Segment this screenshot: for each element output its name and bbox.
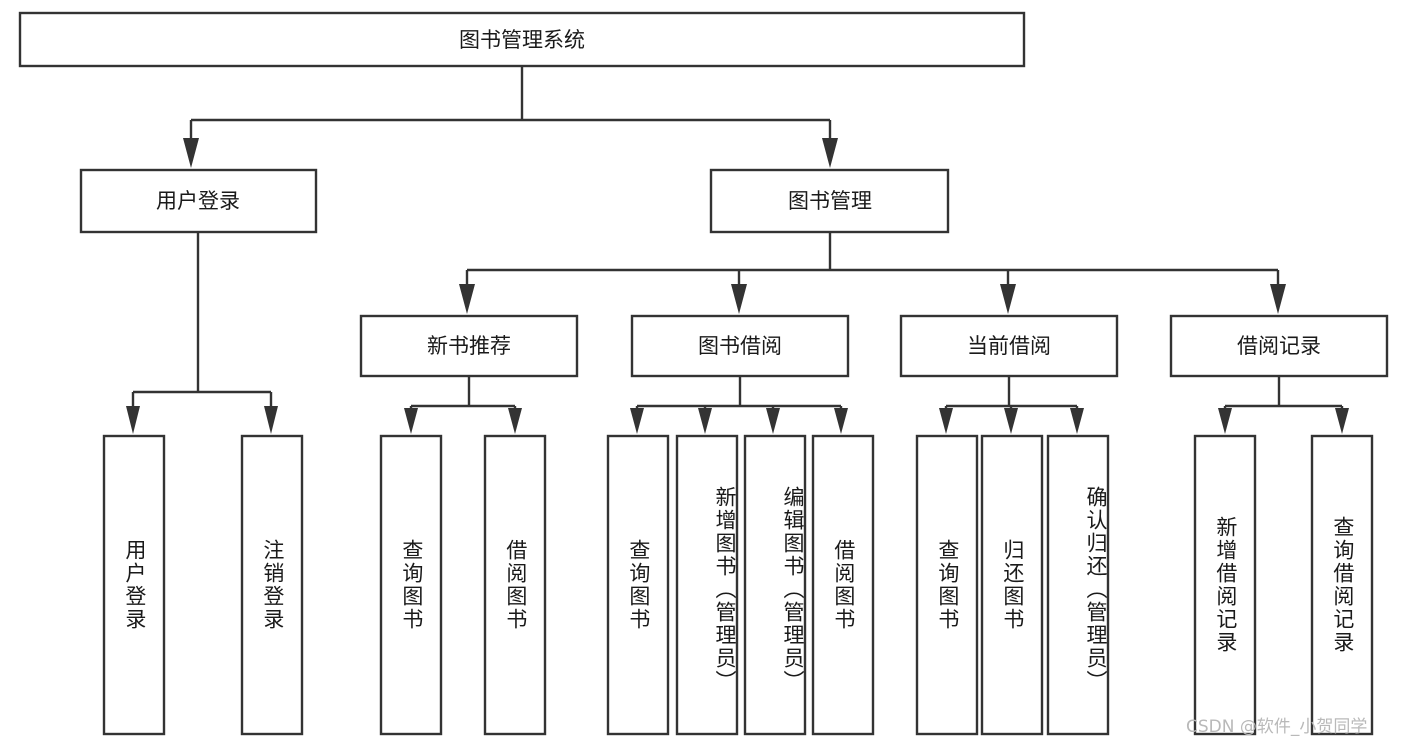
node-leaf-user-login-rect[interactable] <box>102 434 166 736</box>
node-leaf-query-book-2-rect[interactable] <box>606 434 670 736</box>
arrow-head-borrow-record <box>1270 284 1286 314</box>
arrow-head-leaf-add-book <box>698 408 712 434</box>
connector-group-new-book-recommend <box>404 376 522 434</box>
node-new-book-recommend-label: 新书推荐 <box>427 334 511 358</box>
node-book-manage[interactable]: 图书管理 <box>709 168 950 234</box>
node-current-borrow-rect[interactable] <box>899 314 1119 378</box>
arrow-head-leaf-add-record <box>1218 408 1232 434</box>
node-book-borrow-label: 图书借阅 <box>698 334 782 358</box>
connector-group-current-borrow <box>939 376 1084 434</box>
connector-group-book-manage <box>459 232 1286 314</box>
node-user-login-rect[interactable] <box>79 168 318 234</box>
node-new-book-recommend[interactable]: 新书推荐 <box>359 314 579 378</box>
arrow-head-leaf-query-book-3 <box>939 408 953 434</box>
node-book-manage-label: 图书管理 <box>788 189 872 213</box>
node-root-label: 图书管理系统 <box>459 28 585 52</box>
arrow-head-leaf-query-book-2 <box>630 408 644 434</box>
node-current-borrow[interactable]: 当前借阅 <box>899 314 1119 378</box>
node-book-borrow[interactable]: 图书借阅 <box>630 314 850 378</box>
arrow-head-leaf-logout-login <box>264 406 278 434</box>
arrow-head-user-login <box>183 138 199 168</box>
arrow-head-book-manage <box>822 138 838 168</box>
node-leaf-add-book-rect[interactable] <box>675 434 739 736</box>
arrow-head-leaf-edit-book <box>766 408 780 434</box>
node-leaf-add-record-rect[interactable] <box>1193 434 1257 736</box>
arrow-head-new-book-recommend <box>459 284 475 314</box>
arrow-head-leaf-borrow-book-1 <box>508 408 522 434</box>
node-leaf-borrow-book-2-rect[interactable] <box>811 434 875 736</box>
node-leaf-edit-book-rect[interactable] <box>743 434 807 736</box>
connector-group-borrow-record <box>1218 376 1349 434</box>
arrow-head-book-borrow <box>731 284 747 314</box>
node-leaf-borrow-book-1-rect[interactable] <box>483 434 547 736</box>
node-leaf-logout-login-rect[interactable] <box>240 434 304 736</box>
node-borrow-record-label: 借阅记录 <box>1237 334 1321 358</box>
node-book-manage-rect[interactable] <box>709 168 950 234</box>
connector-group-book-borrow <box>630 376 848 434</box>
arrow-head-leaf-borrow-book-2 <box>834 408 848 434</box>
arrow-head-current-borrow <box>1000 284 1016 314</box>
arrow-head-leaf-query-record <box>1335 408 1349 434</box>
node-new-book-recommend-rect[interactable] <box>359 314 579 378</box>
arrow-head-leaf-return-book <box>1004 408 1018 434</box>
node-root-rect[interactable] <box>18 11 1026 68</box>
node-borrow-record-rect[interactable] <box>1169 314 1389 378</box>
node-user-login-label: 用户登录 <box>156 189 240 213</box>
node-leaf-query-book-3-rect[interactable] <box>915 434 979 736</box>
arrow-head-leaf-query-book-1 <box>404 408 418 434</box>
node-leaf-query-book-1-rect[interactable] <box>379 434 443 736</box>
node-leaf-confirm-return-rect[interactable] <box>1046 434 1110 736</box>
node-leaf-return-book-rect[interactable] <box>980 434 1044 736</box>
node-borrow-record[interactable]: 借阅记录 <box>1169 314 1389 378</box>
arrow-head-leaf-confirm-return <box>1070 408 1084 434</box>
node-current-borrow-label: 当前借阅 <box>967 334 1051 358</box>
connector-group-root <box>183 66 838 168</box>
arrow-head-leaf-user-login <box>126 406 140 434</box>
node-leaf-query-record-rect[interactable] <box>1310 434 1374 736</box>
node-root[interactable]: 图书管理系统 <box>18 11 1026 68</box>
csdn-watermark: CSDN @软件_小贺同学 <box>1186 717 1368 737</box>
connector-group-user-login <box>126 232 278 434</box>
node-user-login[interactable]: 用户登录 <box>79 168 318 234</box>
node-book-borrow-rect[interactable] <box>630 314 850 378</box>
